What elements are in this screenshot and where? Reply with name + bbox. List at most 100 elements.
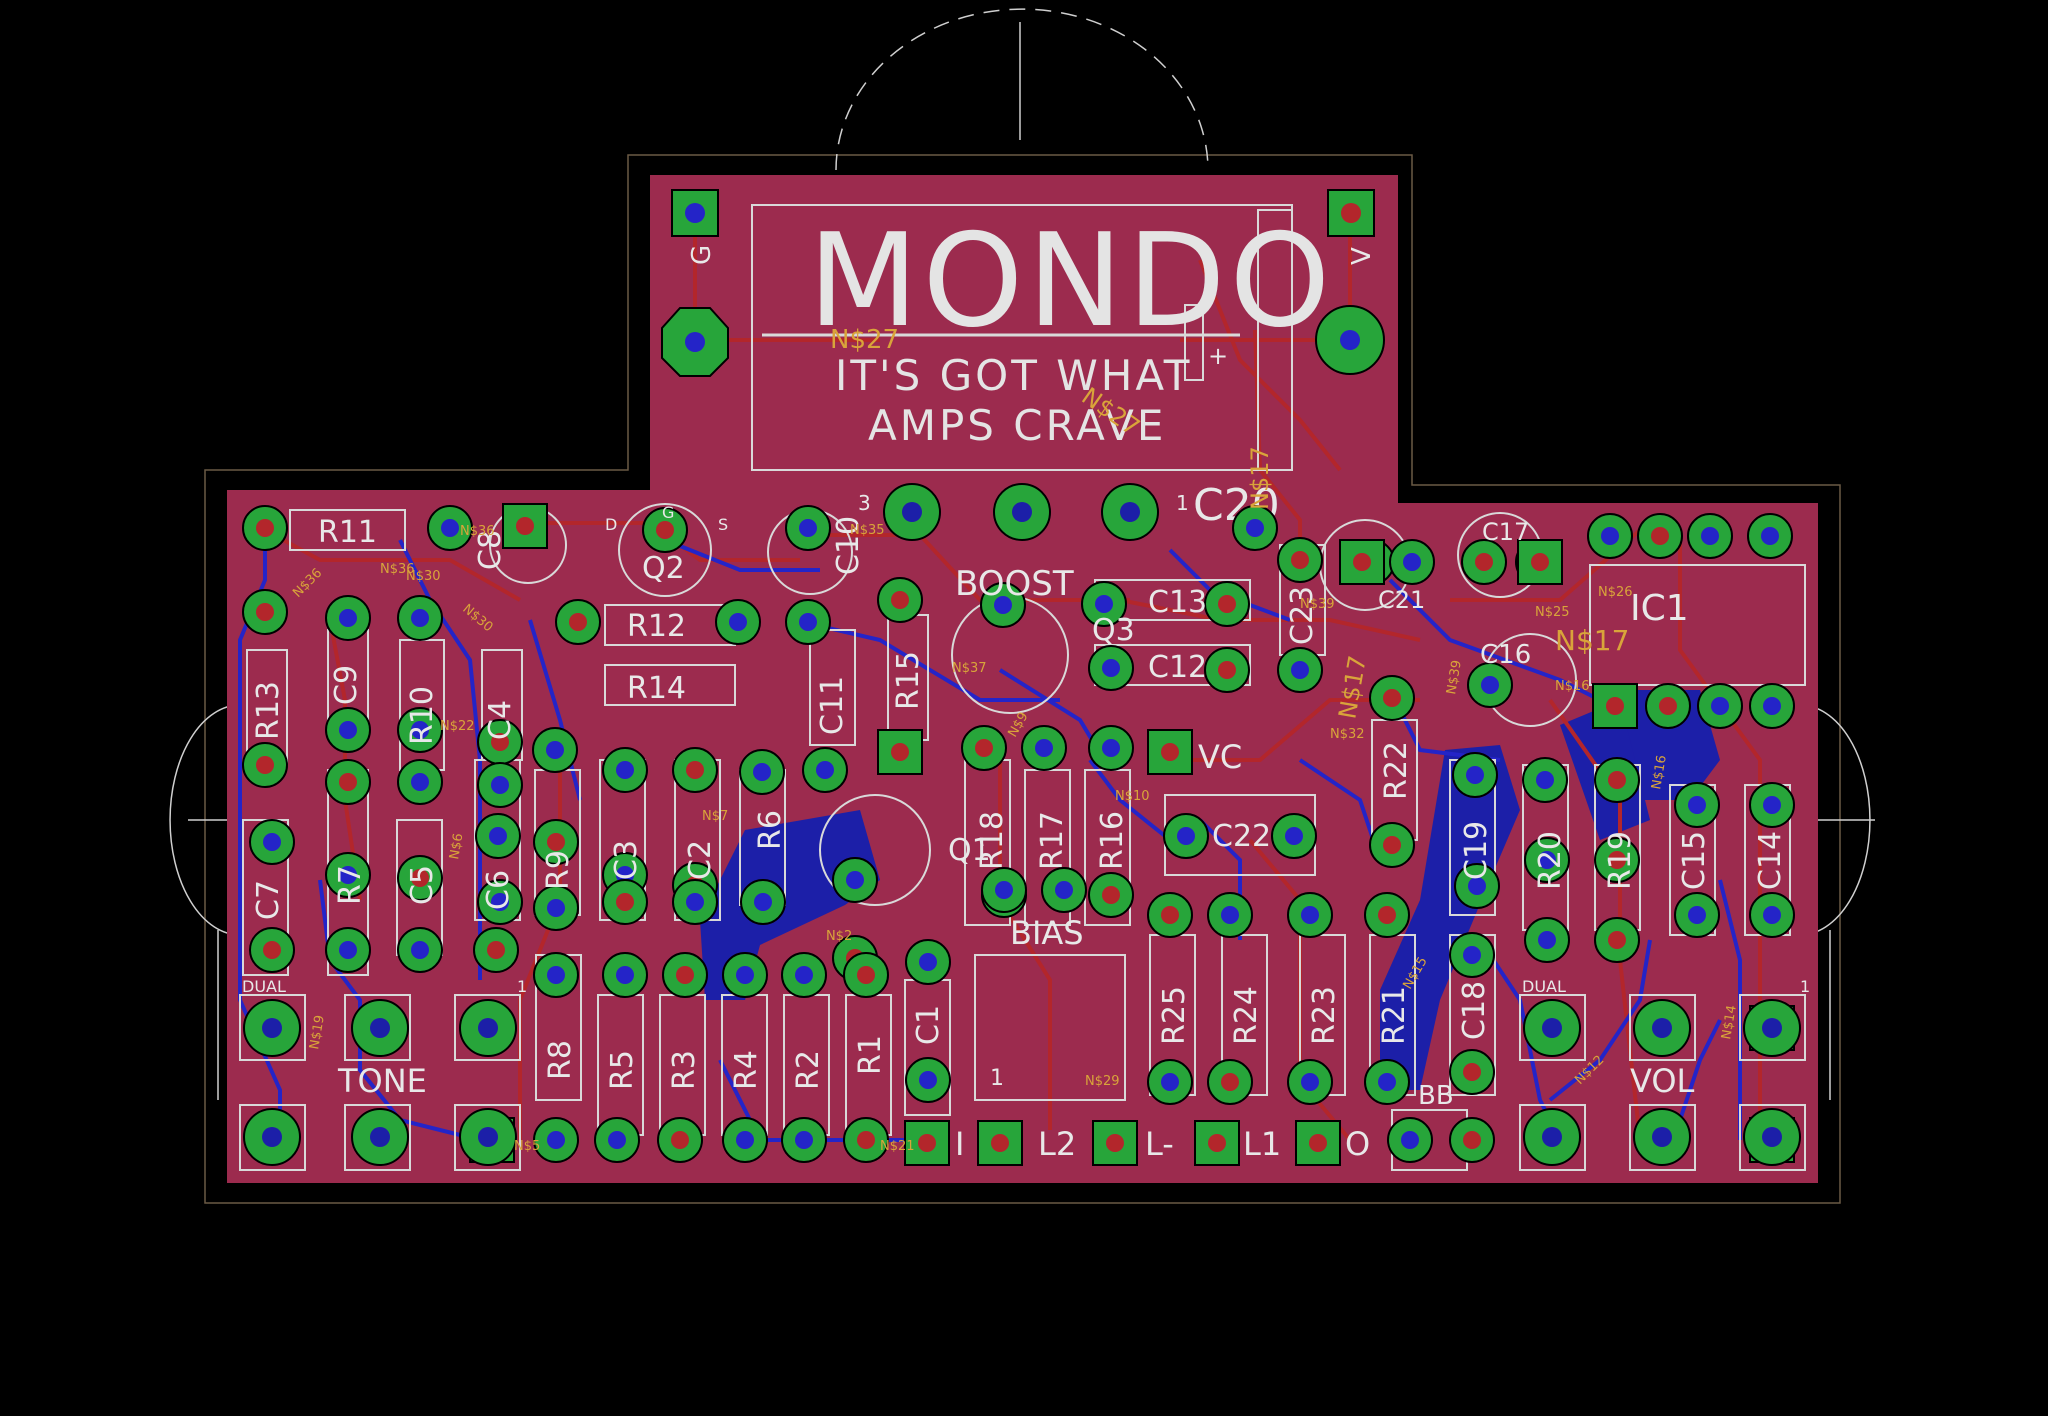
pad-drill: [411, 609, 429, 627]
component-label: C9: [329, 665, 364, 705]
pad-drill: [411, 773, 429, 791]
pad-drill: [1542, 1127, 1562, 1147]
pad-drill: [616, 966, 634, 984]
net-label: N$19: [307, 1014, 328, 1051]
special-labels: BOOST VC BIAS TONE VOL BB IC1 Q1 Q2 Q3 I…: [242, 491, 1810, 1163]
net-label: N$39: [1444, 659, 1465, 696]
q2-pin-s: S: [718, 515, 728, 534]
pad-drill: [1246, 519, 1264, 537]
pad-drill: [370, 1127, 390, 1147]
board-tagline-1: IT'S GOT WHAT: [835, 351, 1192, 400]
component-label: C19: [1459, 821, 1494, 880]
pad-drill: [1763, 697, 1781, 715]
component-label: R14: [627, 671, 686, 706]
pad-drill: [1652, 1018, 1672, 1038]
pad-drill: [547, 833, 565, 851]
pad-drill: [1601, 527, 1619, 545]
component-label: C1: [911, 1005, 946, 1045]
component-label: R7: [333, 865, 368, 905]
pad-drill: [263, 941, 281, 959]
o-label: O: [1345, 1125, 1370, 1163]
pad-drill: [1106, 1134, 1124, 1152]
pin-label: 1: [1800, 977, 1810, 996]
pad-drill: [1035, 739, 1053, 757]
component-label: R19: [1603, 831, 1638, 890]
component-label: C4: [483, 700, 518, 740]
component-label: C17: [1482, 518, 1529, 546]
pad-drill: [339, 941, 357, 959]
net-label: N$29: [1085, 1074, 1120, 1089]
pad-drill: [1301, 906, 1319, 924]
net-label: N$7: [702, 809, 728, 824]
net-label: N$30: [406, 569, 441, 584]
component-label: R11: [318, 515, 377, 550]
pad-drill: [799, 519, 817, 537]
pad-drill: [1102, 886, 1120, 904]
pad-drill: [1763, 906, 1781, 924]
component-label: C22: [1212, 819, 1271, 854]
component-label: R10: [405, 686, 440, 745]
pad-drill: [616, 893, 634, 911]
pad-drill: [995, 881, 1013, 899]
pad-drill: [491, 893, 509, 911]
pad-drill: [1608, 851, 1626, 869]
pad-drill: [1301, 1073, 1319, 1091]
net-label: N$25: [1535, 605, 1570, 620]
pad-drill: [1762, 1018, 1782, 1038]
component-label: C13: [1148, 585, 1207, 620]
pad-drill: [1102, 659, 1120, 677]
pad-drill: [411, 721, 429, 739]
net-label: N$16: [1649, 754, 1670, 791]
pad-drill: [256, 603, 274, 621]
pad-drill: [491, 776, 509, 794]
pad-drill: [656, 521, 674, 539]
pad-drill: [547, 1131, 565, 1149]
pad-drill: [1701, 527, 1719, 545]
component-label: R21: [1377, 986, 1412, 1045]
net-label: N$6: [447, 832, 466, 860]
pad-drill: [795, 1131, 813, 1149]
pad-drill: [339, 773, 357, 791]
net-label: N$26: [1598, 585, 1633, 600]
pin-label: 3: [858, 491, 871, 515]
pad-drill: [546, 741, 564, 759]
pad-drill: [569, 613, 587, 631]
component-label: C15: [1677, 831, 1712, 890]
component-label: C16: [1480, 640, 1531, 670]
component-label: R17: [1035, 811, 1070, 870]
bb-label: BB: [1418, 1081, 1454, 1111]
pad-drill: [516, 517, 534, 535]
pad-drill: [1475, 553, 1493, 571]
pad-drill: [1531, 553, 1549, 571]
pad-drill: [1538, 931, 1556, 949]
net-label: N$36: [460, 524, 495, 539]
pad-drill: [1120, 502, 1140, 522]
component-label: C14: [1753, 831, 1788, 890]
pad-drill: [799, 613, 817, 631]
pad-drill: [1218, 595, 1236, 613]
pin-label: 1: [1176, 491, 1189, 515]
svg-text:+: +: [1208, 342, 1228, 370]
pad-drill: [263, 833, 281, 851]
pad-drill: [1285, 827, 1303, 845]
pad-drill: [736, 1131, 754, 1149]
net-label: N$17: [1246, 446, 1274, 510]
square-pad: [1592, 683, 1638, 729]
component-label: C23: [1285, 586, 1320, 645]
component-label: R2: [791, 1050, 826, 1090]
pad-drill: [256, 519, 274, 537]
pad-drill: [857, 966, 875, 984]
net-label: N$32: [1330, 727, 1365, 742]
enclosure-outline: [169, 8, 1875, 1204]
net-label: N$37: [952, 661, 987, 676]
pad-drill: [1383, 689, 1401, 707]
title-block: +: [751, 204, 1293, 471]
component-label: R1: [853, 1035, 888, 1075]
l2-label: L2: [1038, 1125, 1076, 1163]
component-label: R3: [667, 1050, 702, 1090]
q3-label: Q3: [1092, 613, 1135, 648]
net-label: N$35: [850, 523, 885, 538]
pad-drill: [1711, 697, 1729, 715]
